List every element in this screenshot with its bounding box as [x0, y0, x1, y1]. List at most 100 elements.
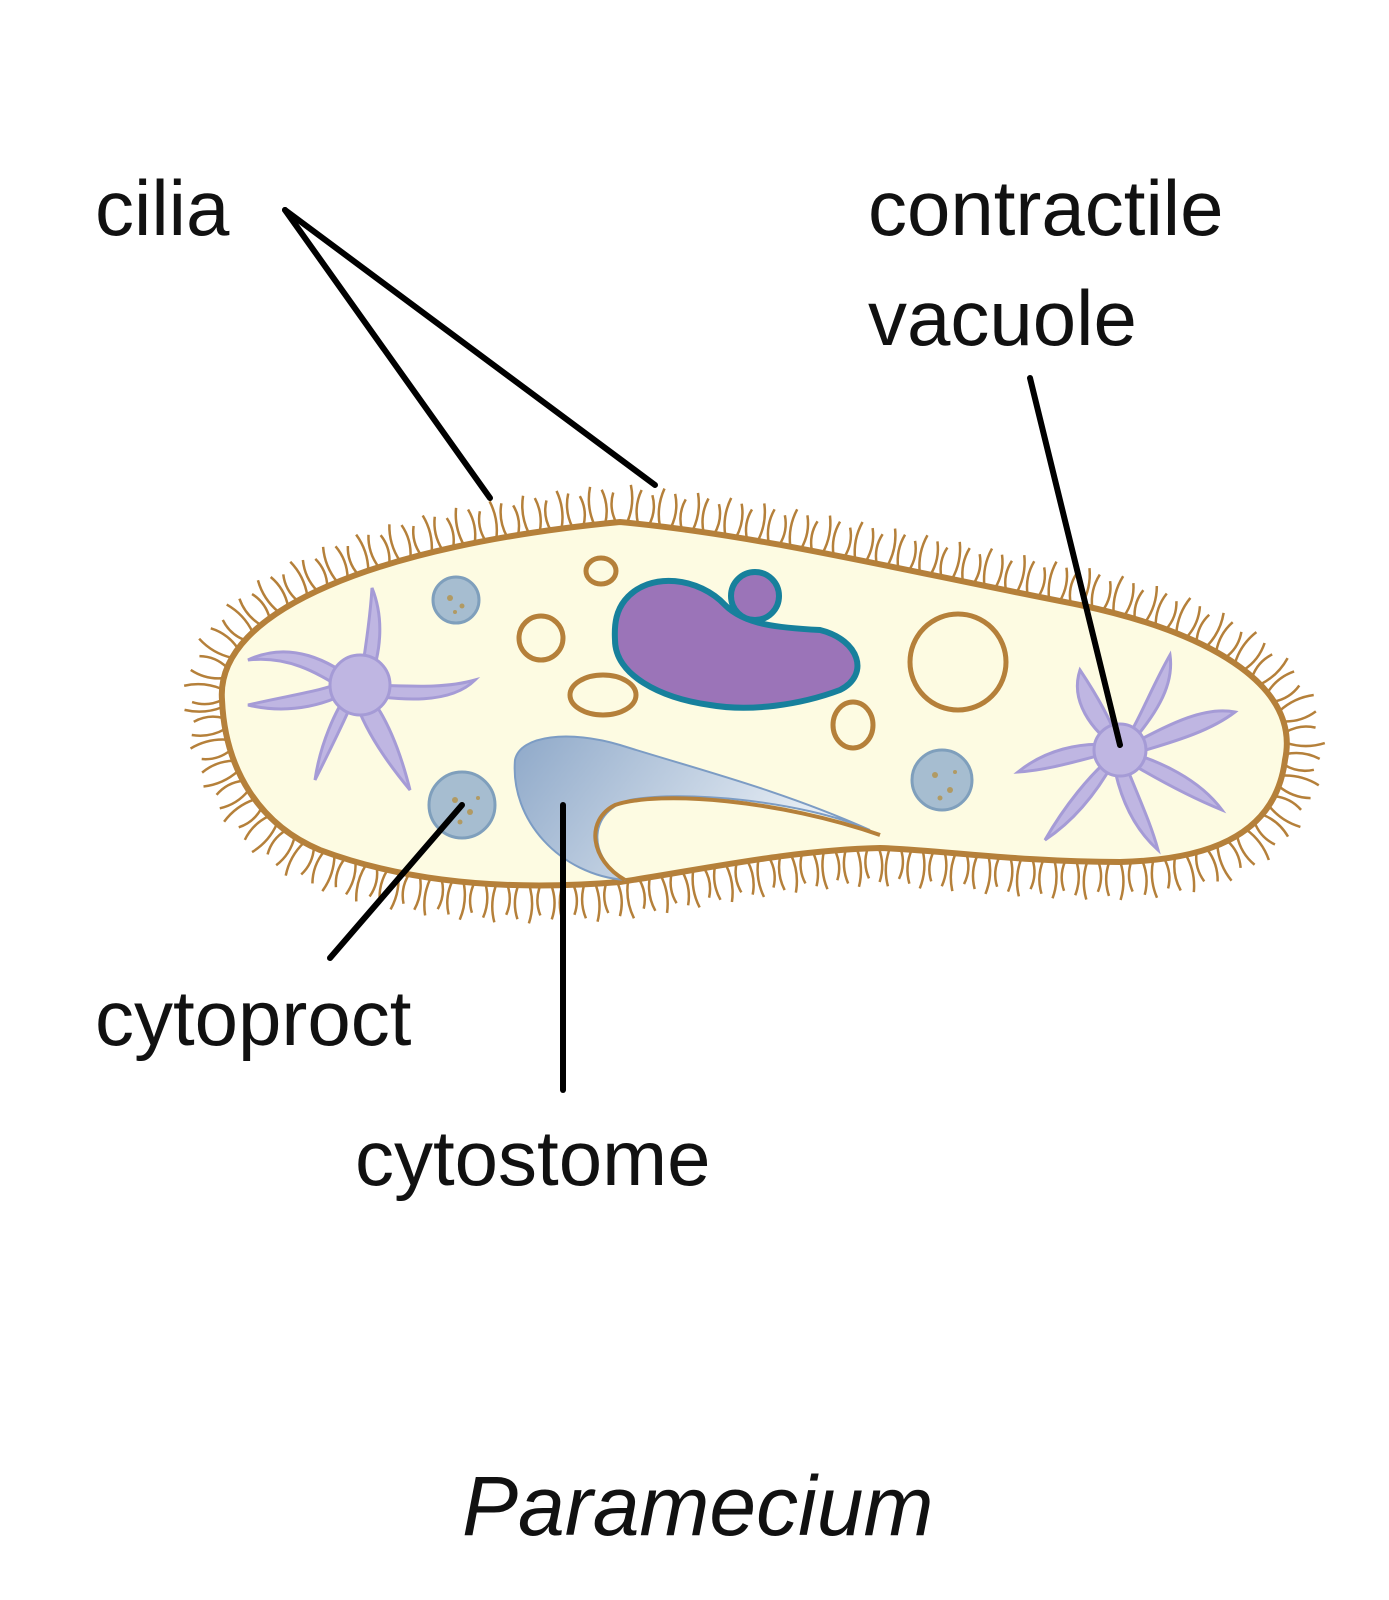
cilium [1206, 848, 1219, 882]
cilium [603, 882, 610, 914]
cilium [223, 798, 256, 823]
cilium [994, 554, 1004, 589]
cilium [637, 878, 647, 909]
cilium [1029, 858, 1036, 890]
cilium [321, 855, 336, 892]
cilium [289, 560, 309, 596]
cilium [1233, 631, 1258, 664]
cilium [251, 823, 279, 854]
cilium [190, 668, 224, 680]
cilium [842, 849, 850, 884]
cilium [949, 852, 957, 892]
cilium [657, 488, 666, 527]
cilium [928, 850, 935, 882]
cilium [226, 603, 254, 633]
cilium [1101, 580, 1112, 611]
cilium [1285, 725, 1316, 734]
cilium [864, 527, 875, 563]
cilium [368, 867, 379, 898]
cilium [1251, 653, 1273, 678]
macronucleus [611, 577, 861, 711]
cilium [821, 851, 829, 890]
cilium [1278, 693, 1314, 713]
cilium [647, 877, 657, 912]
cilium [896, 534, 907, 569]
cilium [512, 504, 521, 536]
cilium [1283, 763, 1315, 773]
cilium [681, 871, 691, 906]
cilium [1025, 560, 1036, 595]
cytoproct-leader [327, 802, 465, 961]
cilia-leader-1 [282, 207, 493, 501]
cilium [610, 492, 618, 523]
contractile-vacuole-leader [1027, 375, 1123, 748]
cilium [1150, 859, 1159, 899]
cilium [691, 869, 701, 908]
cilium [600, 489, 608, 524]
cilium [565, 493, 574, 528]
micronucleus [728, 569, 782, 623]
cilium [587, 486, 596, 526]
cilium [788, 508, 799, 547]
cilium [766, 508, 776, 543]
cilium [400, 524, 412, 558]
cilium [831, 520, 842, 556]
cilium [344, 861, 357, 896]
cilium [219, 789, 250, 810]
cilium [505, 884, 512, 916]
cilium [256, 579, 280, 614]
cilium [1123, 583, 1135, 617]
cilium [1163, 858, 1171, 889]
cilium [580, 883, 588, 919]
cilium [334, 545, 349, 579]
cilium [445, 517, 455, 548]
cilium [189, 738, 228, 750]
cilium [1285, 751, 1321, 760]
cilium [1216, 845, 1233, 882]
cilium [191, 727, 226, 737]
cilium [1058, 567, 1069, 602]
cilium [284, 841, 305, 876]
cilium [491, 883, 498, 923]
cilium [712, 866, 722, 901]
cilium [184, 705, 223, 713]
label-cytostome: cytostome [355, 1114, 710, 1202]
cilium [1175, 597, 1192, 634]
cilium [300, 847, 316, 876]
cilium [458, 881, 467, 921]
cilium [843, 527, 853, 558]
cilium [616, 881, 623, 917]
cilium [183, 682, 223, 691]
cilium [1003, 560, 1013, 591]
cilium [594, 883, 601, 923]
cilium [1283, 710, 1317, 723]
cilium [659, 874, 669, 914]
cilium [533, 497, 542, 532]
cilium [971, 854, 979, 890]
cilium [1015, 555, 1026, 594]
cilium [1068, 573, 1078, 604]
cilium [466, 508, 477, 544]
cilium [210, 627, 240, 650]
cilium [436, 879, 445, 910]
cilium [1006, 857, 1014, 893]
cilium [1266, 670, 1295, 694]
cilium [1144, 585, 1159, 623]
cilium [1133, 589, 1145, 620]
oral-groove-lining [593, 796, 881, 882]
cilium [1267, 804, 1301, 829]
cilium [346, 545, 359, 576]
cilium [1015, 858, 1023, 897]
cilium [1245, 828, 1271, 861]
cilium [669, 873, 678, 904]
cilium [550, 884, 556, 920]
cilium [527, 885, 534, 924]
cilium [1261, 813, 1290, 838]
cilium [1277, 785, 1311, 800]
cilium [1074, 860, 1081, 896]
label-vacuole: vacuole [868, 274, 1137, 362]
label-cytoproct: cytoproct [95, 974, 412, 1062]
cilium [811, 851, 820, 887]
cilium [243, 814, 270, 841]
cilium [555, 490, 564, 529]
